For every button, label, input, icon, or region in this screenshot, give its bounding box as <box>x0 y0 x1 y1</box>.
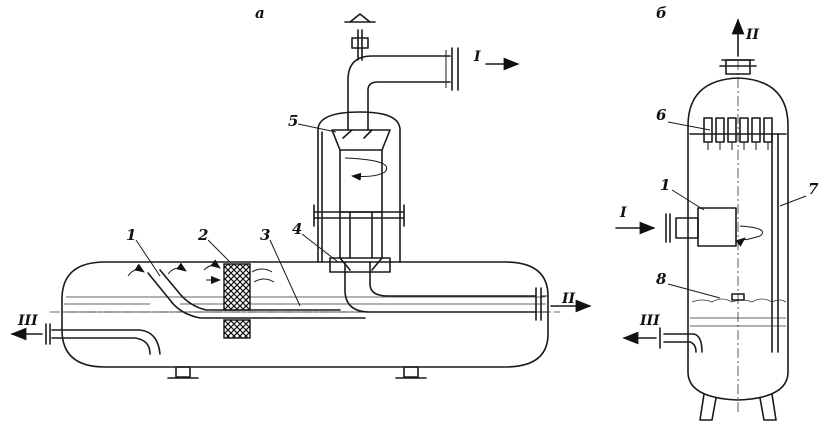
stream-inlet-b: I <box>620 205 627 221</box>
supports <box>167 366 427 379</box>
inlet-pipe <box>344 13 459 131</box>
stream-gas-outlet-a: II <box>562 291 576 307</box>
callout-6-b: 6 <box>656 106 667 124</box>
stream-inlet-a: I <box>474 49 481 65</box>
horizontal-vessel <box>45 259 560 379</box>
callout-1-a: 1 <box>126 226 137 244</box>
callout-leaders-b <box>667 121 807 299</box>
vertical-vessel <box>659 59 789 421</box>
callout-2-a: 2 <box>198 226 209 244</box>
mist-eliminator <box>703 117 773 150</box>
stream-liquid-outlet-b: III <box>640 313 660 329</box>
callout-5-a: 5 <box>288 112 299 130</box>
flow-swirls <box>127 259 275 284</box>
panel-a-caption: а <box>255 4 265 22</box>
stream-liquid-outlet-a: III <box>18 313 38 329</box>
mesh-pad-lower <box>223 319 251 339</box>
callout-8-b: 8 <box>656 270 667 288</box>
cyclone-housing <box>313 111 405 273</box>
stream-gas-outlet-b: II <box>746 27 760 43</box>
callout-leaders-a <box>135 123 339 307</box>
callout-1-b: 1 <box>660 176 671 194</box>
callout-3-a: 3 <box>260 226 271 244</box>
panel-b-caption: б <box>656 4 667 22</box>
callout-7-b: 7 <box>808 180 819 198</box>
callout-4-a: 4 <box>292 220 303 238</box>
mesh-pad <box>223 263 251 311</box>
